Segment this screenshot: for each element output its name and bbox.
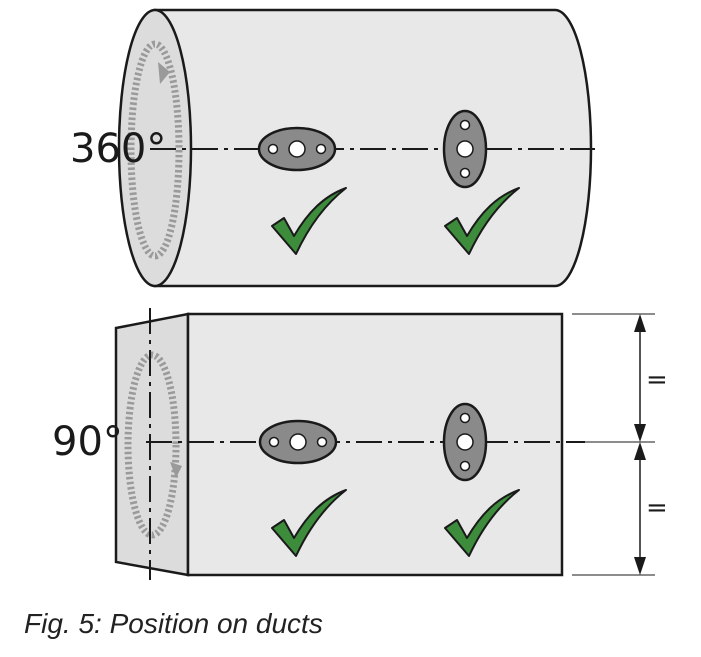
device-vertical <box>442 109 488 189</box>
rotation-arrow-360 <box>127 40 183 260</box>
dimension-marker <box>572 313 655 576</box>
rotation-arrow-head <box>170 462 182 478</box>
duct-position-diagram: 360° 90° <box>52 8 668 580</box>
rectangular-duct: 90° = = <box>52 308 668 580</box>
rotation-arrow-90 <box>124 351 180 539</box>
round-duct: 360° <box>70 8 595 288</box>
figure-caption: Fig. 5: Position on ducts <box>24 608 323 639</box>
device-horizontal <box>258 419 338 465</box>
dimension-equal-lower: = <box>646 493 668 523</box>
rect-duct-body <box>186 312 564 577</box>
angle-label-360: 360° <box>70 126 166 172</box>
device-vertical <box>442 402 488 482</box>
dimension-equal-upper: = <box>646 365 668 395</box>
rotation-arrow-head <box>158 62 170 84</box>
device-horizontal <box>257 126 337 172</box>
angle-label-90: 90° <box>52 419 123 465</box>
